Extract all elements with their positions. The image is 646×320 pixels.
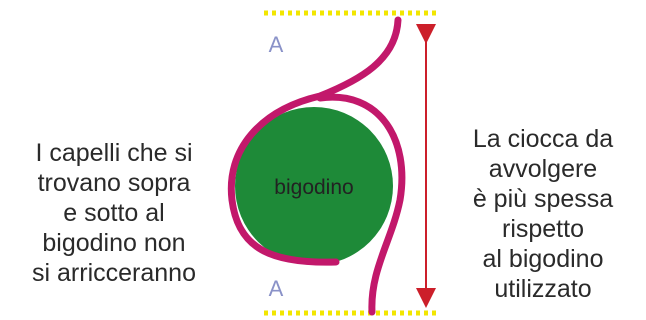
right-caption-line: avvolgere	[488, 155, 598, 183]
hair-strand	[227, 16, 406, 316]
left-caption: I capelli che si trovano sopra e sotto a…	[0, 138, 228, 288]
marker-a-top: A	[269, 32, 284, 57]
right-caption: La ciocca da avvolgere è più spessa risp…	[440, 124, 646, 304]
curler-circle	[235, 107, 393, 265]
right-caption-line: La ciocca da	[472, 125, 614, 153]
marker-a-bottom: A	[269, 276, 284, 301]
right-caption-line: rispetto	[502, 215, 584, 243]
left-caption-line: si arricceranno	[32, 259, 196, 287]
right-caption-line: è più spessa	[472, 185, 614, 213]
left-caption-line: bigodino non	[42, 229, 186, 257]
left-caption-line: e sotto al	[63, 199, 165, 227]
right-caption-line: utilizzato	[494, 275, 592, 303]
right-caption-line: al bigodino	[482, 245, 604, 273]
left-caption-line: trovano sopra	[37, 169, 191, 197]
curler-label: bigodino	[274, 176, 353, 199]
left-caption-line: I capelli che si	[35, 139, 193, 167]
